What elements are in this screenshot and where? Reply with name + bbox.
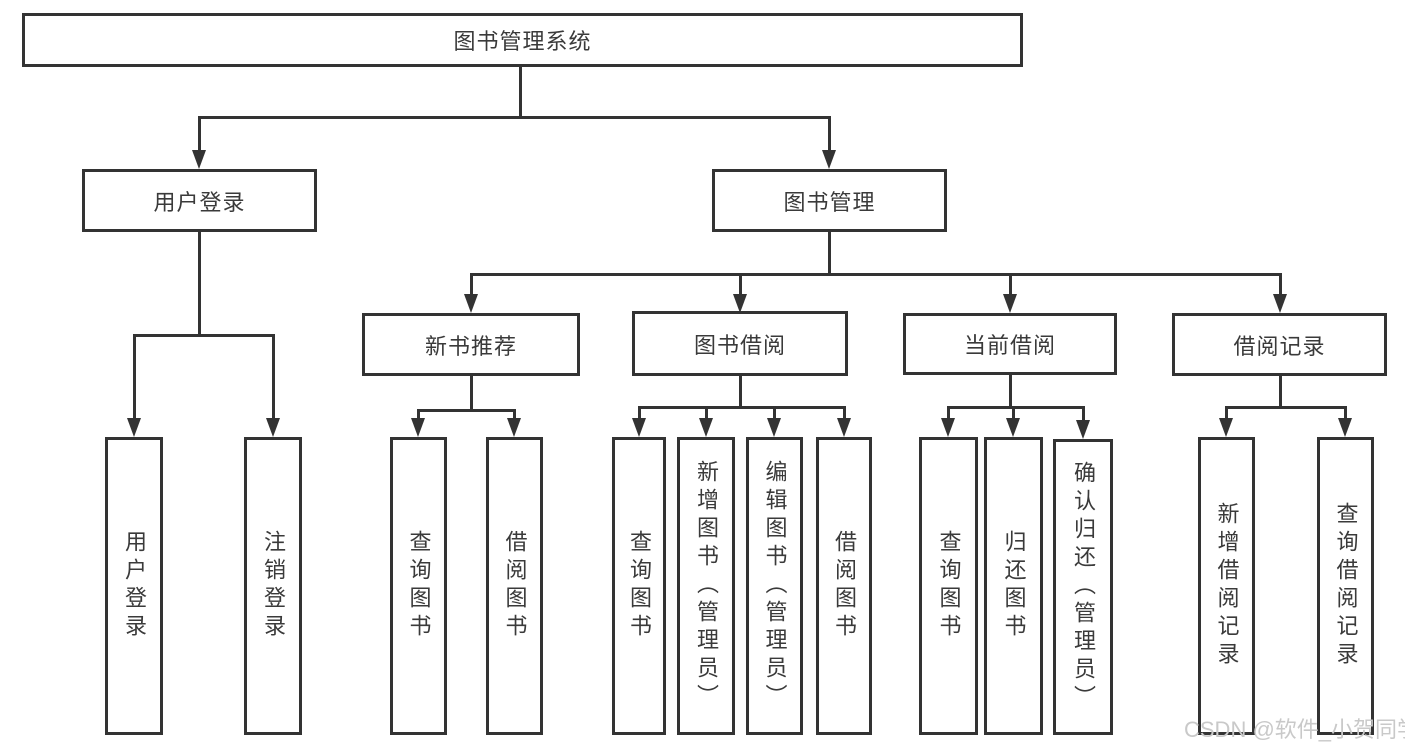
connector-drop-add-books-admin <box>705 406 708 418</box>
connector-borrow-records-branch <box>1225 406 1346 409</box>
leaf-edit-books-admin: 编辑图书（管理员） <box>746 437 803 735</box>
arrow-down-icon <box>1273 294 1287 313</box>
leaf-query-borrow-record: 查询借阅记录 <box>1317 437 1374 735</box>
arrow-down-icon <box>822 150 836 169</box>
leaf-return-books: 归还图书 <box>984 437 1043 735</box>
arrow-down-icon <box>266 418 280 437</box>
connector-drop-borrow-records <box>1279 273 1282 294</box>
connector-book-borrow-trunk <box>739 376 742 409</box>
connector-borrow-records-trunk <box>1279 376 1282 409</box>
leaf-user-login: 用户登录 <box>105 437 163 735</box>
leaf-query-books-current-label: 查询图书 <box>936 530 962 642</box>
connector-user-login-branch <box>133 334 274 337</box>
arrow-down-icon <box>127 418 141 437</box>
connector-user-login-trunk <box>198 232 201 336</box>
arrow-down-icon <box>699 418 713 437</box>
arrow-down-icon <box>733 294 747 313</box>
arrow-down-icon <box>1003 294 1017 313</box>
arrow-down-icon <box>464 294 478 313</box>
arrow-down-icon <box>837 418 851 437</box>
arrow-down-icon <box>632 418 646 437</box>
connector-new-book-branch <box>417 409 516 412</box>
node-new-book-recommend: 新书推荐 <box>362 313 580 376</box>
arrow-down-icon <box>1006 418 1020 437</box>
node-borrow-records-label: 借阅记录 <box>1233 333 1326 359</box>
connector-drop-return-books <box>1012 406 1015 418</box>
leaf-query-books-borrow-label: 查询图书 <box>627 530 652 642</box>
leaf-query-books-borrow: 查询图书 <box>612 437 666 735</box>
connector-root-branch <box>198 116 831 119</box>
connector-root-trunk <box>519 66 522 118</box>
connector-drop-new-book-recommend <box>470 273 473 294</box>
node-book-management-label: 图书管理 <box>783 189 876 215</box>
connector-drop-edit-books-admin <box>773 406 776 418</box>
connector-drop-user-login <box>198 116 201 152</box>
leaf-add-borrow-record: 新增借阅记录 <box>1198 437 1255 735</box>
leaf-query-books-current: 查询图书 <box>919 437 978 735</box>
connector-drop-query-books-current <box>947 406 950 418</box>
leaf-add-borrow-record-label: 新增借阅记录 <box>1214 502 1240 670</box>
connector-drop-query-books-recommend <box>417 409 420 418</box>
connector-current-borrow-branch <box>947 406 1084 409</box>
arrow-down-icon <box>411 418 425 437</box>
node-borrow-records: 借阅记录 <box>1172 313 1387 376</box>
node-root-label: 图书管理系统 <box>453 29 592 54</box>
leaf-borrow-books-recommend-label: 借阅图书 <box>502 530 528 642</box>
connector-new-book-trunk <box>470 376 473 412</box>
leaf-query-books-recommend-label: 查询图书 <box>406 530 432 642</box>
connector-drop-current-borrow <box>1009 273 1012 294</box>
connector-drop-book-management <box>828 116 831 152</box>
node-book-management: 图书管理 <box>712 169 947 232</box>
leaf-add-books-admin: 新增图书（管理员） <box>677 437 735 735</box>
leaf-logout-label: 注销登录 <box>261 530 286 642</box>
arrow-down-icon <box>767 418 781 437</box>
leaf-borrow-books: 借阅图书 <box>816 437 872 735</box>
connector-drop-book-borrow <box>739 273 742 294</box>
leaf-borrow-books-label: 借阅图书 <box>832 530 857 642</box>
node-current-borrow-label: 当前借阅 <box>963 333 1056 358</box>
connector-book-management-branch <box>470 273 1281 276</box>
leaf-return-books-label: 归还图书 <box>1001 530 1027 642</box>
arrow-down-icon <box>1076 420 1090 439</box>
leaf-logout: 注销登录 <box>244 437 302 735</box>
csdn-watermark: CSDN @软件_小贺同学 <box>1184 717 1405 742</box>
arrow-down-icon <box>941 418 955 437</box>
connector-drop-query-borrow-record <box>1344 406 1347 418</box>
leaf-query-borrow-record-label: 查询借阅记录 <box>1333 502 1359 670</box>
node-user-login: 用户登录 <box>82 169 317 232</box>
leaf-borrow-books-recommend: 借阅图书 <box>486 437 543 735</box>
node-book-borrow-label: 图书借阅 <box>693 332 786 358</box>
leaf-edit-books-admin-label: 编辑图书（管理员） <box>762 460 788 712</box>
leaf-confirm-return-admin: 确认归还（管理员） <box>1053 439 1113 735</box>
connector-drop-borrow-books <box>843 406 846 418</box>
connector-drop-confirm-return <box>1082 406 1085 420</box>
node-root: 图书管理系统 <box>22 13 1023 67</box>
node-book-borrow: 图书借阅 <box>632 311 848 376</box>
connector-book-management-trunk <box>828 232 831 275</box>
leaf-add-books-admin-label: 新增图书（管理员） <box>694 460 719 712</box>
connector-drop-query-books-borrow <box>638 406 641 418</box>
arrow-down-icon <box>1338 418 1352 437</box>
arrow-down-icon <box>1219 418 1233 437</box>
node-user-login-label: 用户登录 <box>153 189 246 215</box>
connector-current-borrow-trunk <box>1009 375 1012 409</box>
connector-drop-borrow-books-recommend <box>513 409 516 418</box>
connector-drop-leaf-user-login <box>133 334 136 418</box>
connector-book-borrow-branch <box>638 406 846 409</box>
leaf-query-books-recommend: 查询图书 <box>390 437 447 735</box>
leaf-user-login-label: 用户登录 <box>122 530 147 642</box>
node-current-borrow: 当前借阅 <box>903 313 1117 375</box>
arrow-down-icon <box>192 150 206 169</box>
connector-drop-leaf-logout <box>272 334 275 418</box>
arrow-down-icon <box>507 418 521 437</box>
leaf-confirm-return-admin-label: 确认归还（管理员） <box>1071 461 1096 713</box>
connector-drop-add-borrow-record <box>1225 406 1228 418</box>
node-new-book-recommend-label: 新书推荐 <box>424 333 517 359</box>
